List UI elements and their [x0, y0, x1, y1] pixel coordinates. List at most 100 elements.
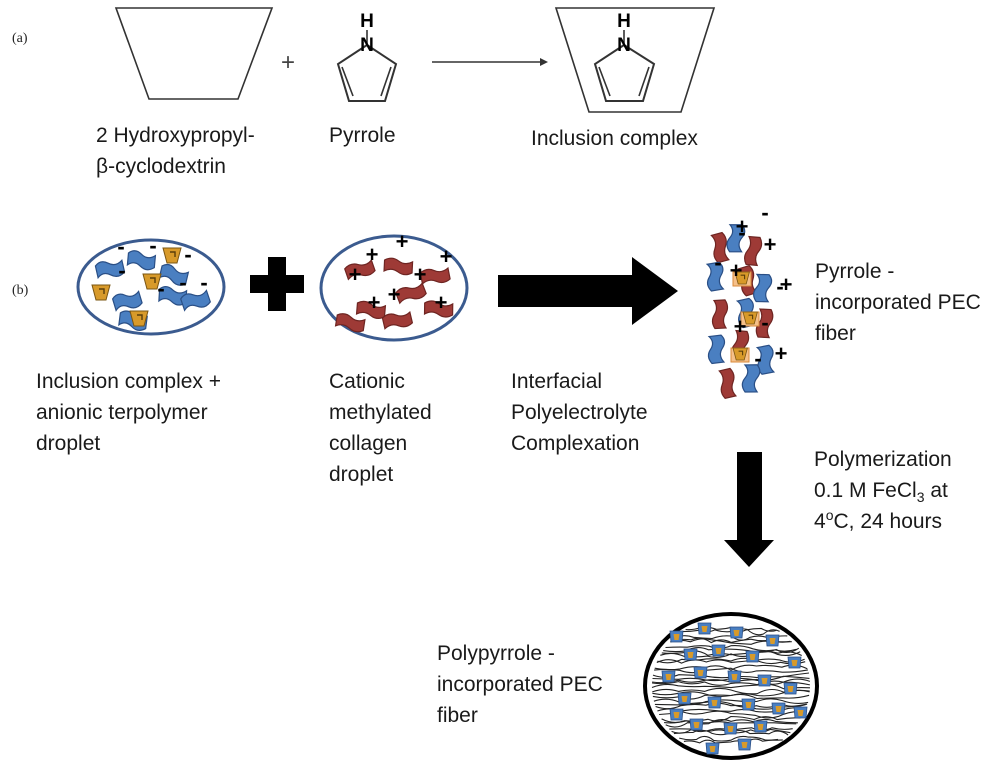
- polypyrrole-strand: [679, 735, 783, 742]
- polypyrrole-strand: [654, 664, 808, 671]
- polypyrrole-strand: [656, 659, 806, 665]
- polypyrrole-strand: [652, 680, 811, 686]
- polypyrrole-fiber-label-line3: fiber: [437, 704, 478, 727]
- embedded-inclusion-complex: [737, 738, 752, 751]
- minus-charge: -: [754, 346, 761, 371]
- plus-charge: +: [349, 262, 362, 287]
- cyclodextrin-label-line2: β-cyclodextrin: [96, 155, 226, 178]
- cationic-droplet-label-line4: droplet: [329, 463, 394, 486]
- minus-charge: -: [761, 310, 768, 335]
- minus-charge: -: [761, 200, 768, 225]
- cationic-droplet: [319, 234, 469, 342]
- pyrrole-label: Pyrrole: [329, 124, 396, 147]
- anionic-droplet: [76, 238, 226, 336]
- polymerization-label-line1: Polymerization: [814, 448, 952, 471]
- embedded-inclusion-complex: [683, 648, 698, 661]
- embedded-inclusion-complex: [669, 708, 684, 721]
- cyclodextrin-label: 2 Hydroxypropyl- β-cyclodextrin: [96, 120, 255, 182]
- embedded-inclusion-complex: [757, 674, 772, 687]
- polypyrrole-strand: [651, 683, 811, 690]
- cationic-droplet-label: Cationic methylated collagen droplet: [329, 366, 432, 490]
- plus-charge: +: [736, 214, 749, 239]
- plus-charge: +: [780, 272, 793, 297]
- minus-charge: -: [118, 258, 125, 283]
- pyrrole-n-atom: N: [360, 35, 374, 56]
- panel-a-tag: (a): [12, 31, 28, 46]
- plus-charge: +: [366, 242, 379, 267]
- reaction-arrow-a: [432, 58, 548, 66]
- embedded-inclusion-complex: [765, 634, 780, 647]
- embedded-inclusion-complex: [707, 696, 722, 709]
- plus-charge: +: [734, 314, 747, 339]
- fiber-charges: ------++++++: [714, 200, 792, 371]
- polypyrrole-fiber-label-line2: incorporated PEC: [437, 673, 603, 696]
- pyrrole-fiber-label: Pyrrole - incorporated PEC fiber: [815, 256, 981, 349]
- polypyrrole-strand: [683, 738, 779, 744]
- polypyrrole-strand: [664, 718, 798, 725]
- embedded-inclusion-complex: [793, 706, 808, 719]
- embedded-inclusion-complex: [723, 722, 738, 735]
- pyrrole-molecule: [336, 30, 398, 102]
- minus-charge: -: [776, 274, 783, 299]
- combine-plus-sign: [250, 257, 304, 311]
- plus-charge: +: [775, 341, 788, 366]
- minus-charge: -: [184, 242, 191, 267]
- complexation-label-line1: Interfacial: [511, 370, 603, 393]
- cationic-charges: ++++++++: [349, 229, 453, 315]
- cationic-droplet-label-line1: Cationic: [329, 370, 405, 393]
- embedded-inclusion-complex: [787, 656, 802, 669]
- plus-charge: +: [440, 244, 453, 269]
- minus-charge: -: [738, 220, 745, 245]
- cationic-droplet-label-line2: methylated: [329, 401, 432, 424]
- embedded-inclusion-complex: [729, 626, 744, 639]
- polypyrrole-strand: [654, 667, 809, 674]
- polypyrrole-fiber-disc: [643, 612, 819, 760]
- anionic-droplet-label: Inclusion complex + anionic terpolymer d…: [36, 366, 221, 459]
- fecl-subscript: 3: [916, 489, 925, 506]
- complexation-label: Interfacial Polyelectrolyte Complexation: [511, 366, 648, 459]
- plus-charge: +: [435, 290, 448, 315]
- inclusion-complex-cone: [554, 7, 716, 113]
- anionic-droplet-label-line2: anionic terpolymer: [36, 401, 208, 424]
- embedded-inclusion-complex: [697, 622, 712, 635]
- polymerization-label-line3: 4oC, 24 hours: [814, 506, 952, 537]
- embedded-inclusion-complex: [689, 718, 704, 731]
- pyrrole-h-atom: H: [360, 11, 374, 32]
- plus-sign: +: [281, 49, 295, 76]
- embedded-inclusion-complex: [711, 644, 726, 657]
- inclusion-complex-pyrrole: [593, 30, 656, 102]
- pyrrole-fiber-label-line2: incorporated PEC: [815, 291, 981, 314]
- polymerization-label-line2: 0.1 M FeCl3 at: [814, 475, 952, 506]
- embedded-inclusion-complex: [727, 670, 742, 683]
- plus-charge: +: [414, 262, 427, 287]
- temp-text: 4: [814, 510, 826, 533]
- embedded-inclusion-complex: [745, 650, 760, 663]
- plus-charge: +: [764, 232, 777, 257]
- polypyrrole-fiber-label: Polypyrrole - incorporated PEC fiber: [437, 638, 603, 731]
- polypyrrole-strand: [657, 657, 805, 664]
- cationic-droplet-label-line3: collagen: [329, 432, 408, 455]
- plus-charge: +: [368, 290, 381, 315]
- polypyrrole-strand: [660, 651, 802, 659]
- complexation-label-line3: Complexation: [511, 432, 640, 455]
- complex-h-atom: H: [617, 11, 631, 32]
- embedded-inclusion-complex: [677, 692, 692, 705]
- degree-superscript: o: [825, 507, 834, 523]
- pyrrole-fiber-label-line3: fiber: [815, 322, 856, 345]
- minus-charge: -: [149, 233, 156, 258]
- minus-charge: -: [117, 234, 124, 259]
- pyrrole-fiber-label-line1: Pyrrole -: [815, 260, 895, 283]
- polymerization-arrow: [724, 452, 774, 567]
- plus-charge: +: [396, 229, 409, 254]
- plus-charge: +: [388, 282, 401, 307]
- polymerization-label: Polymerization 0.1 M FeCl3 at 4oC, 24 ho…: [814, 444, 952, 537]
- pyrrole-pec-fiber: [705, 222, 776, 400]
- polypyrrole-strand: [652, 687, 810, 695]
- embedded-inclusion-complex: [771, 702, 786, 715]
- complexation-arrow: [498, 257, 678, 325]
- anionic-charges: -------: [117, 233, 207, 301]
- embedded-inclusion-complex: [669, 630, 684, 643]
- inclusion-complex-label: Inclusion complex: [531, 127, 698, 150]
